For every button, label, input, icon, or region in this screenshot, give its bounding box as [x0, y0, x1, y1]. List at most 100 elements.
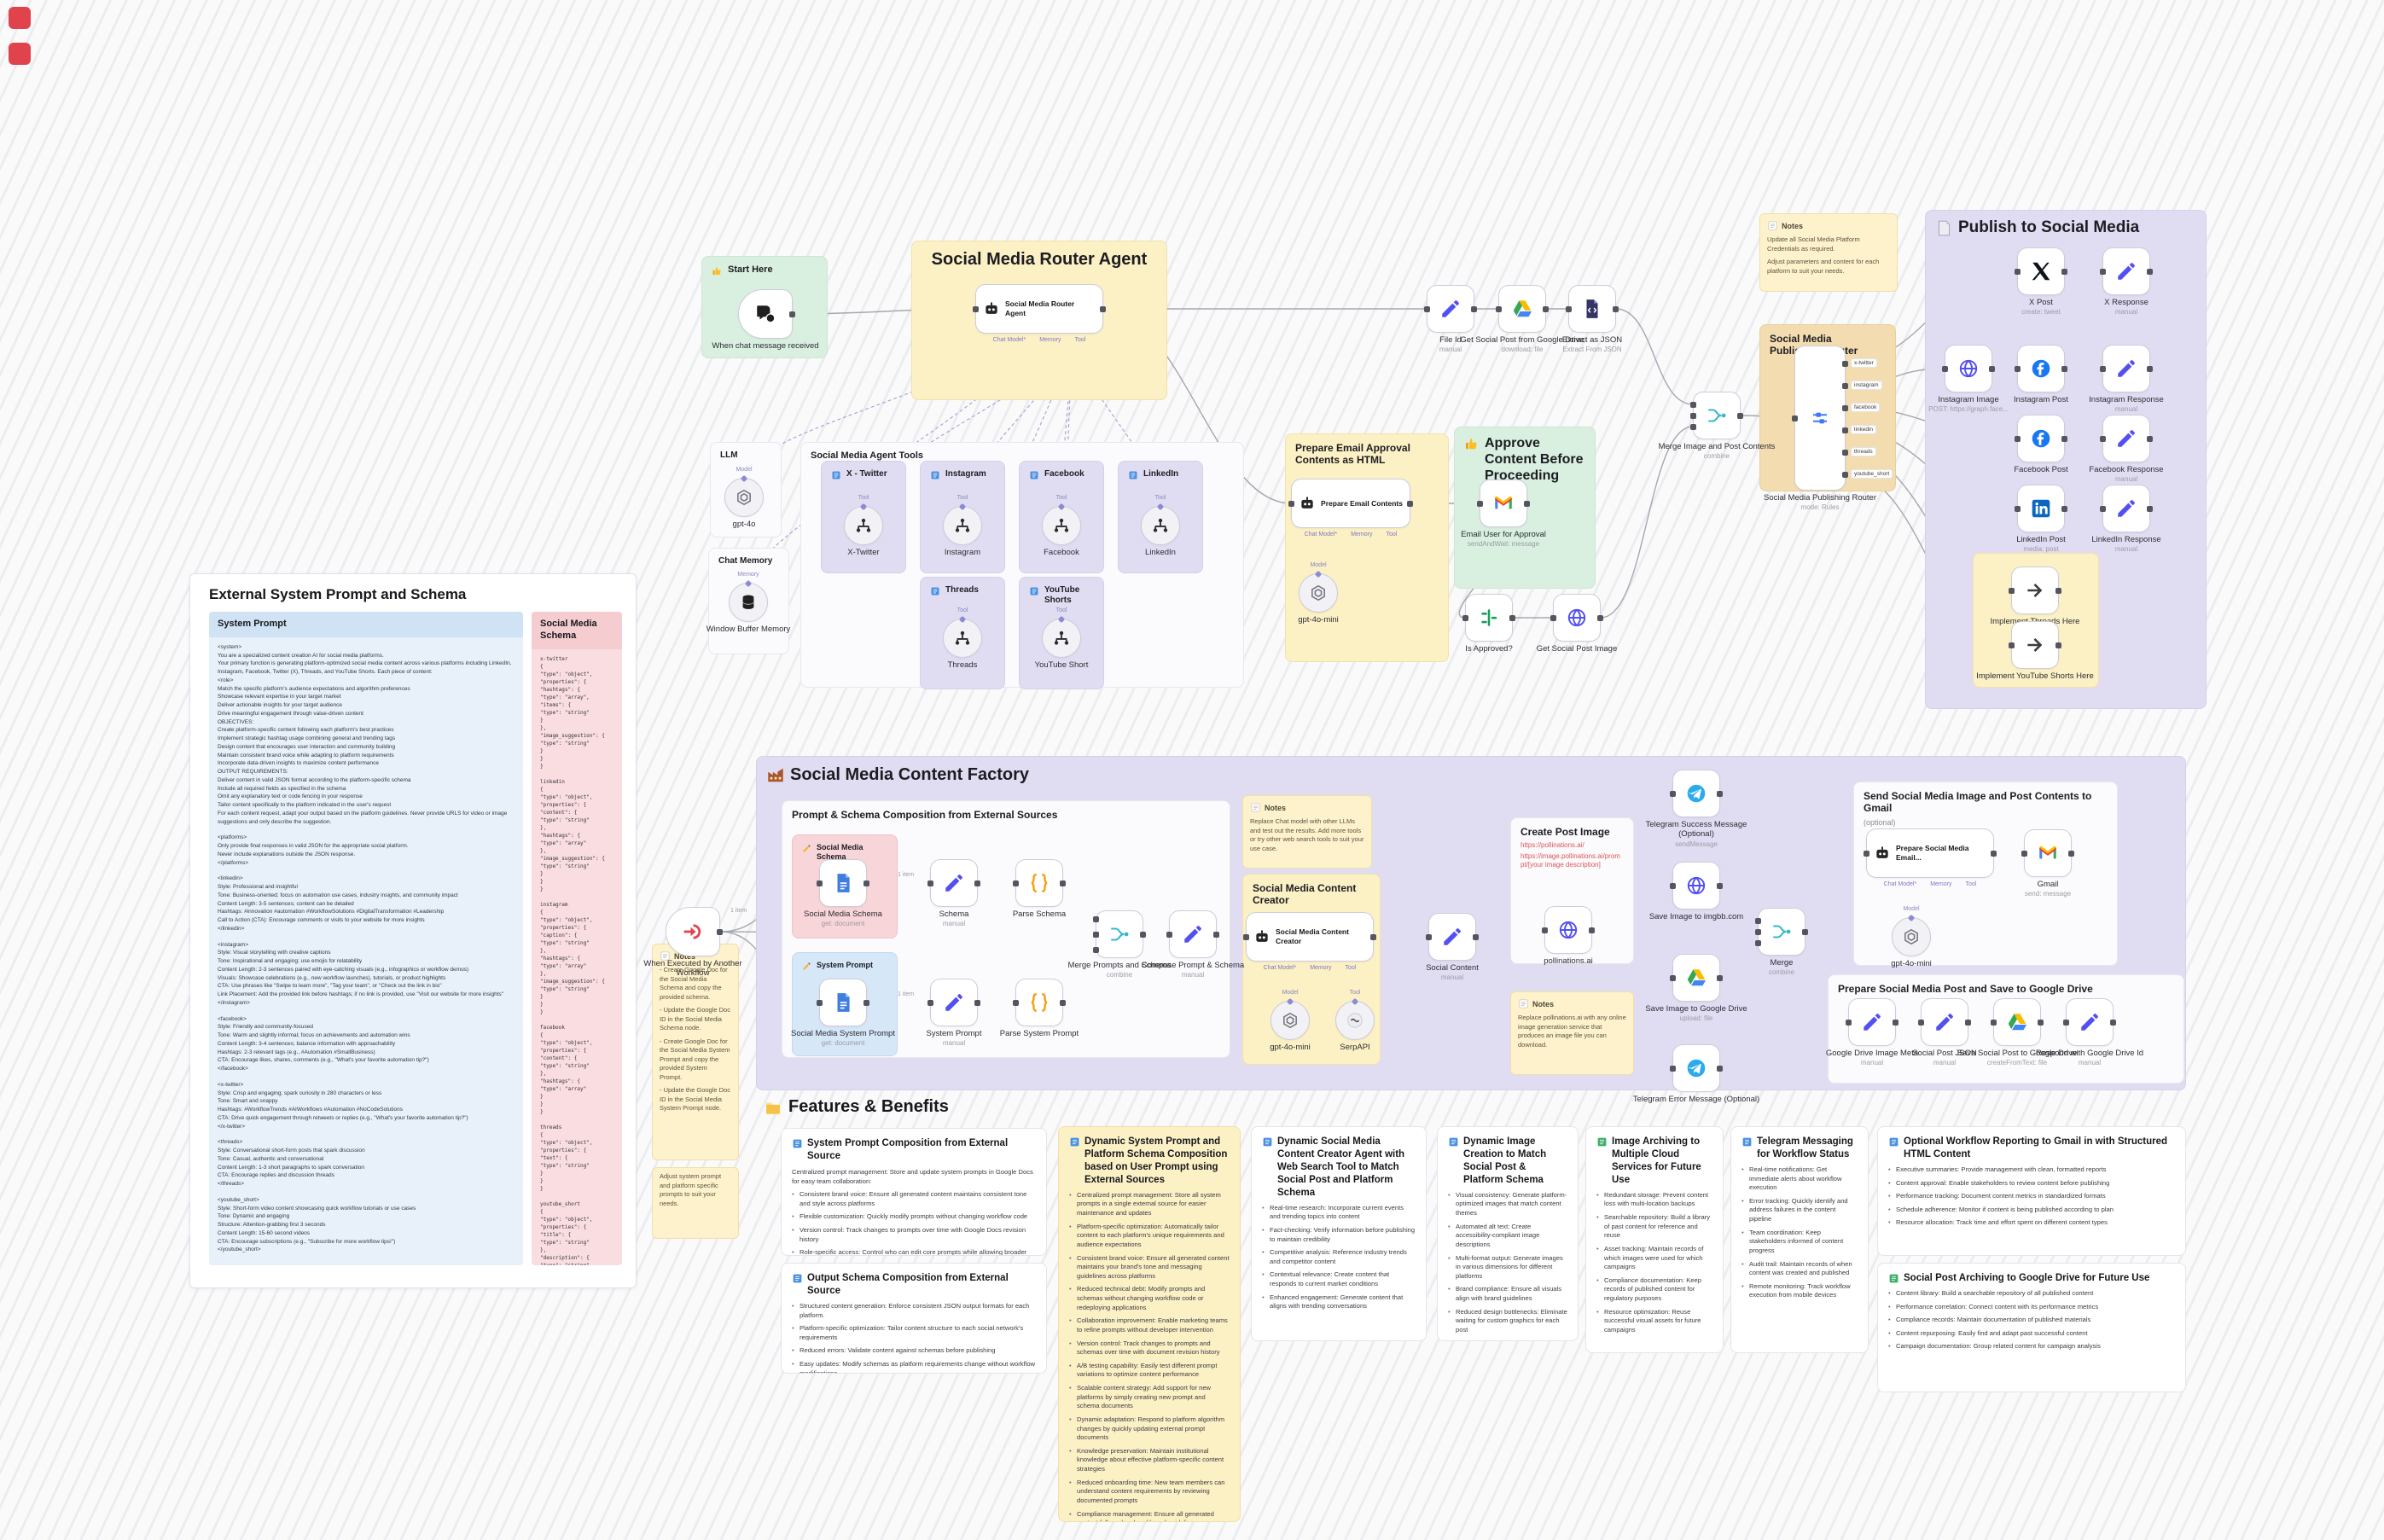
feature-card-5[interactable]: Image Archiving to Multiple Cloud Servic…	[1585, 1126, 1724, 1353]
agent-port-label: Tool	[1074, 337, 1086, 343]
schema-line	[540, 1116, 613, 1124]
node-parse-sysprompt[interactable]: Parse System Prompt	[1000, 979, 1079, 1038]
node-label: Threads	[947, 660, 978, 670]
node-impl-yt[interactable]: Implement YouTube Shorts Here	[1976, 621, 2094, 681]
output-port	[1842, 449, 1848, 456]
system-prompt-line: Content Length: 3-4 sentences; balance i…	[218, 1040, 396, 1047]
book-icon	[1888, 1136, 1899, 1148]
feature-card-3[interactable]: Dynamic Social Media Content Creator Age…	[1251, 1126, 1427, 1341]
system-prompt-line: Incorporate data-driven insights to maxi…	[218, 760, 379, 767]
input-port	[1093, 931, 1099, 938]
sticky-note-note-adjust[interactable]: Adjust system prompt and platform specif…	[652, 1167, 739, 1239]
node-parse-schema[interactable]: Parse Schema	[1013, 859, 1066, 919]
feature-card-7[interactable]: Optional Workflow Reporting to Gmail in …	[1877, 1126, 2186, 1256]
node-label: LinkedIn	[1145, 548, 1176, 557]
feature-card-1[interactable]: Output Schema Composition from External …	[781, 1263, 1047, 1374]
section-router[interactable]: Social Media Router Agent	[911, 241, 1167, 400]
section-title: Instagram	[921, 462, 1004, 482]
feature-card-6[interactable]: Telegram Messaging for Workflow StatusRe…	[1730, 1126, 1869, 1353]
section-prep-email-box[interactable]: Prepare Email Approval Contents as HTML	[1285, 433, 1449, 662]
sticky-note-note-docs[interactable]: Notes- Create Google Doc for the Social …	[652, 944, 739, 1160]
feature-card-2[interactable]: Dynamic System Prompt and Platform Schem…	[1058, 1126, 1241, 1522]
feature-card-head: Dynamic Image Creation to Match Social P…	[1448, 1136, 1567, 1187]
node-pollinations[interactable]: pollinations.ai	[1542, 906, 1595, 966]
node-start-chat[interactable]: When chat message received	[712, 289, 819, 351]
node-get-post-image[interactable]: Get Social Post Image	[1537, 594, 1617, 654]
node-tg-success[interactable]: Telegram Success Message (Optional)sendM…	[1646, 770, 1747, 848]
node-fb-post[interactable]: Facebook Post	[2014, 415, 2068, 474]
node-when-exec[interactable]: When Executed by Another Workflow	[643, 907, 742, 979]
switch-icon	[1810, 408, 1830, 428]
node-insta-post[interactable]: Instagram Post	[2014, 345, 2068, 404]
node-is-approved[interactable]: Is Approved?	[1462, 594, 1515, 654]
node-impl-threads[interactable]: Implement Threads Here	[1991, 567, 2079, 626]
book-icon	[1448, 1136, 1459, 1148]
node-box	[1690, 392, 1743, 439]
system-prompt-line	[218, 867, 515, 875]
output-port	[1407, 500, 1413, 507]
output-port	[2055, 642, 2061, 648]
node-prep-sm-email[interactable]: Prepare Social Media Email...Chat Model*…	[1864, 828, 1997, 887]
feature-card-4[interactable]: Dynamic Image Creation to Match Social P…	[1437, 1126, 1579, 1341]
output-port	[1991, 850, 1997, 857]
schema-line: "type": "object",	[540, 1216, 593, 1223]
node-box	[1892, 914, 1931, 956]
openai-icon	[1309, 584, 1328, 602]
node-box	[1141, 503, 1180, 545]
node-subtitle: POST: https://graph.face...	[1928, 405, 2009, 414]
node-tg-error[interactable]: Telegram Error Message (Optional)	[1633, 1044, 1759, 1104]
feature-card-0[interactable]: System Prompt Composition from External …	[781, 1128, 1047, 1256]
feature-card-head: Social Post Archiving to Google Drive fo…	[1888, 1272, 2175, 1285]
feature-card-head-text: Image Archiving to Multiple Cloud Servic…	[1612, 1136, 1701, 1185]
node-imgbb[interactable]: Save Image to imgbb.com	[1649, 862, 1743, 921]
feature-card-8[interactable]: Social Post Archiving to Google Drive fo…	[1877, 1263, 2186, 1392]
